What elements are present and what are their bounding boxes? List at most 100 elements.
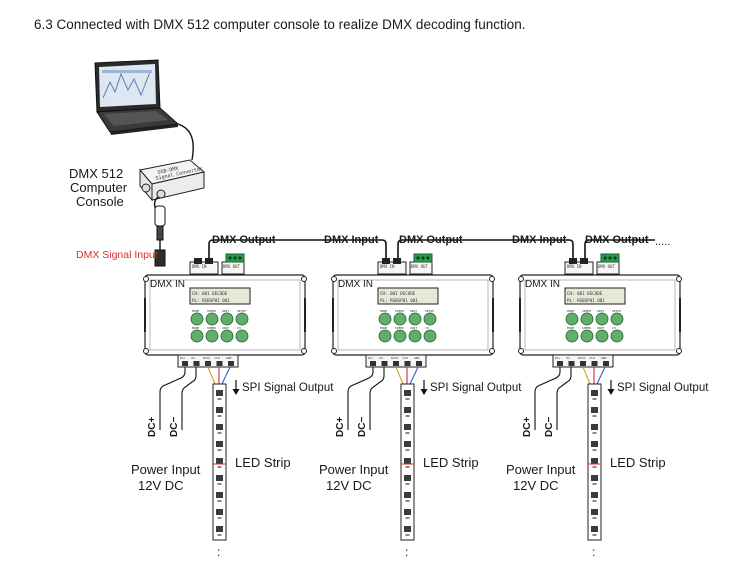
power-input-label: Power Input [506,462,576,477]
control-button[interactable] [610,312,624,326]
control-button[interactable] [610,329,624,343]
control-button[interactable] [235,329,249,343]
button-label: UNIT [597,309,604,313]
button-label: UNIT [410,309,417,313]
button-label: SETUP [237,309,246,313]
lcd-display: CH: 001 DECODE PL: RGBSP01 001 [189,287,251,305]
control-button[interactable] [393,329,407,343]
button-label: SPEED [207,326,216,330]
control-button[interactable] [190,312,204,326]
dmx-in-port-label: DMX IN [380,264,395,269]
lcd-line-2: PL: RGBSP01 001 [192,298,230,303]
dc-minus-label: DC− [357,417,368,437]
lcd-line-2: PL: RGBSP01 001 [380,298,418,303]
strip-continuation: : [405,545,408,559]
dc-plus-label: DC+ [522,417,533,437]
terminal-label: DC+ [555,356,561,360]
console-label-3: Console [76,194,124,209]
control-button[interactable] [408,312,422,326]
terminal-label: CLK [215,356,221,360]
button-label: MODE [567,326,574,330]
control-button[interactable] [205,329,219,343]
control-button[interactable] [205,312,219,326]
output-terminal: DC+ DC- DATA CLK GND [177,354,239,368]
power-voltage-label: 12V DC [326,478,372,493]
button-label: UNIT [410,326,417,330]
terminal-label: DATA [391,356,398,360]
control-button[interactable] [393,312,407,326]
control-button[interactable] [190,329,204,343]
led-strip-label: LED Strip [610,455,666,470]
dmx-link-cables [208,239,655,262]
link1-dmx-output-label: DMX Output [212,234,276,246]
dmx-out-port-label: DMX OUT [411,264,428,269]
control-button[interactable] [408,329,422,343]
led-strip-label: LED Strip [423,455,479,470]
dmx-in-port-label: DMX IN [192,264,207,269]
link3-dmx-output-label: DMX Output [585,234,649,246]
dc-plus-label: DC+ [335,417,346,437]
button-label: CH [612,326,616,330]
terminal-label: DC+ [180,356,186,360]
control-button[interactable] [423,329,437,343]
usb-dmx-converter: USB-DMX Signal Converter [139,159,206,202]
terminal-label: DC- [380,356,386,360]
control-button[interactable] [595,312,609,326]
led-strip-icon [587,383,602,541]
control-button[interactable] [565,329,579,343]
button-label: MODE [567,309,574,313]
terminal-label: DC- [567,356,573,360]
down-arrow-icon [232,380,240,395]
page-title: 6.3 Connected with DMX 512 computer cons… [34,17,526,32]
control-button[interactable] [580,312,594,326]
terminal-label: DATA [578,356,585,360]
lcd-line-2: PL: RGBSP01 001 [567,298,605,303]
button-label: UNIT [222,326,229,330]
dc-minus-label: DC− [544,417,555,437]
spi-signal-output-label: SPI Signal Output [430,382,522,394]
button-label: UNIT [597,326,604,330]
button-label: SPEED [395,326,404,330]
terminal-label: GND [226,356,232,360]
terminal-label: DC- [192,356,198,360]
control-button[interactable] [378,329,392,343]
xlr-connector-icon [153,196,166,267]
button-label: CH [425,326,429,330]
wires [159,366,231,430]
link1-dmx-input-label: DMX Input [324,234,379,246]
control-button[interactable] [220,312,234,326]
link2-dmx-output-label: DMX Output [399,234,463,246]
terminal-label: DATA [203,356,210,360]
console-label-1: DMX 512 [69,166,123,181]
decoder-units: DMX IN DMX OUT DMX IN CH: 001 DECODE PL: RGB… [131,253,709,559]
control-button[interactable] [220,329,234,343]
wires [347,366,419,430]
button-label: MODE [192,309,199,313]
lcd-line-1: CH: 001 DECODE [192,291,228,296]
dmx-out-port-label: DMX OUT [223,264,240,269]
terminal-label: CLK [403,356,409,360]
control-button[interactable] [423,312,437,326]
control-button[interactable] [235,312,249,326]
terminal-label: GND [601,356,607,360]
spi-signal-output-label: SPI Signal Output [242,382,334,394]
power-input-label: Power Input [319,462,389,477]
control-button[interactable] [378,312,392,326]
dc-minus-label: DC− [169,417,180,437]
control-button[interactable] [565,312,579,326]
converter-label-1: USB-DMX [157,166,179,176]
dmx-out-port-label: DMX OUT [598,264,615,269]
dmx-signal-input-label: DMX Signal Input [76,249,158,261]
control-button[interactable] [580,329,594,343]
dmx-port-block: DMX IN DMX OUT [377,253,433,275]
control-button[interactable] [595,329,609,343]
